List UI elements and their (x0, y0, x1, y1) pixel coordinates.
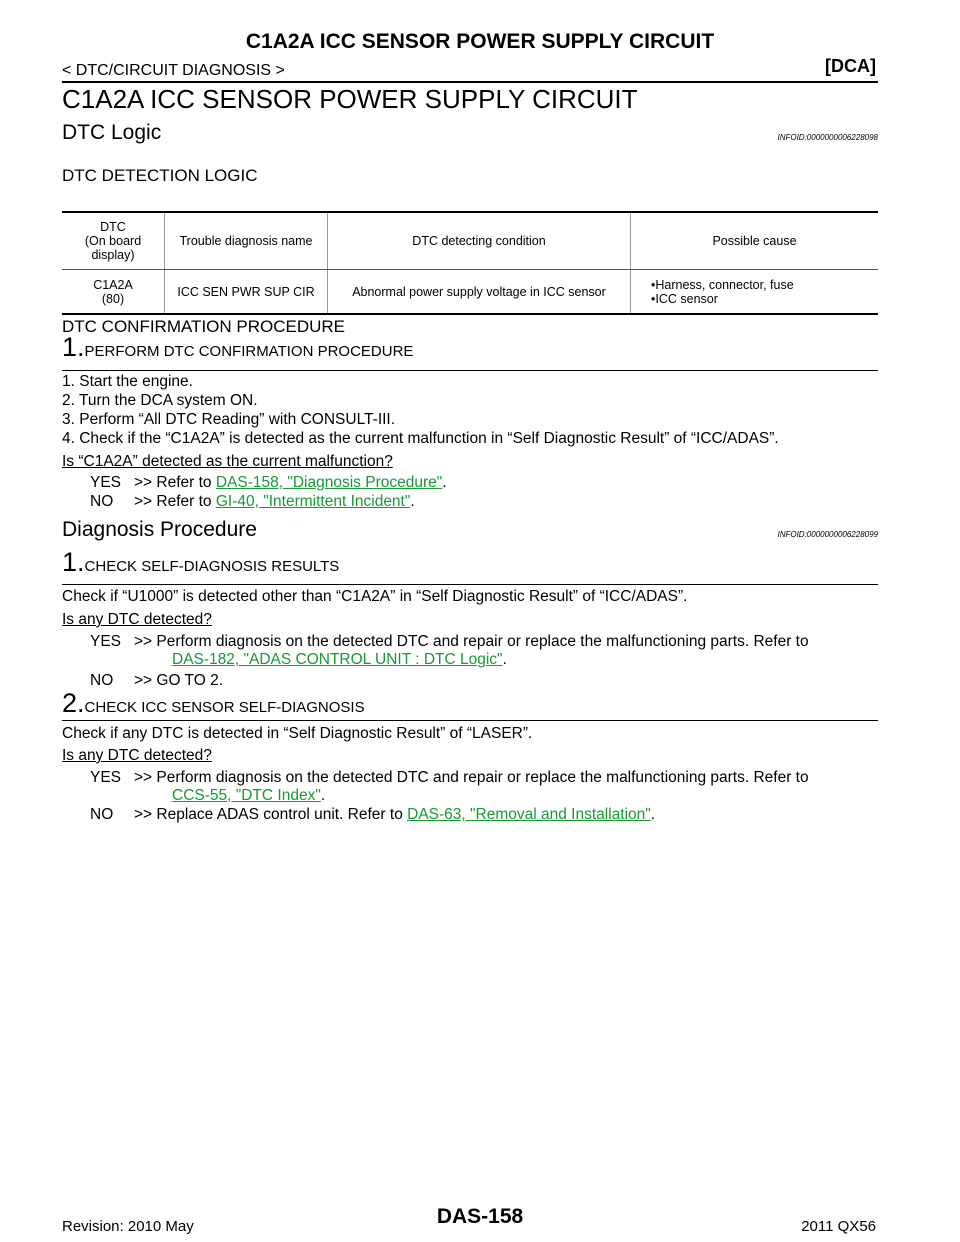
cause-list: Harness, connector, fuse ICC sensor (637, 278, 872, 306)
reference-link[interactable]: DAS-158, "Diagnosis Procedure" (215, 474, 443, 491)
dtc-table: DTC (On board display) Trouble diagnosis… (62, 211, 878, 315)
header-section: < DTC/CIRCUIT DIAGNOSIS > (62, 62, 285, 79)
reference-link[interactable]: GI-40, "Intermittent Incident" (215, 493, 411, 510)
dtc-confirmation-heading: DTC CONFIRMATION PROCEDURE (62, 317, 346, 336)
answer-text: >> Refer to (134, 474, 216, 491)
answer-period: . (502, 651, 507, 668)
diagnosis-infoid: INFOID:0000000006228099 (777, 530, 878, 539)
diagnosis-heading: Diagnosis Procedure (62, 518, 257, 541)
answer-yes: YES >> Refer to DAS-158, "Diagnosis Proce… (90, 474, 447, 492)
cell-name: ICC SEN PWR SUP CIR (164, 269, 328, 315)
cell-cause: Harness, connector, fuse ICC sensor (630, 269, 878, 315)
answer-period: . (442, 474, 447, 491)
th-name: Trouble diagnosis name (164, 211, 328, 270)
step-question: Is any DTC detected? (62, 611, 212, 628)
diag-step-1-header: 1.CHECK SELF-DIAGNOSIS RESULTS (62, 547, 339, 578)
header-title: C1A2A ICC SENSOR POWER SUPPLY CIRCUIT (245, 30, 715, 53)
answer-yes: YES >> Perform diagnosis on the detected … (90, 633, 878, 669)
procedure-item: 2. Turn the DCA system ON. (62, 392, 258, 409)
answer-label: NO (90, 493, 114, 510)
diag-step-2-header: 2.CHECK ICC SENSOR SELF-DIAGNOSIS (62, 688, 365, 719)
dtc-logic-infoid: INFOID:0000000006228098 (777, 133, 878, 142)
answer-yes: YES >> Perform diagnosis on the detected … (90, 769, 878, 805)
answer-link-line: DAS-182, "ADAS CONTROL UNIT : DTC Logic"… (134, 651, 507, 668)
step-question: Is any DTC detected? (62, 747, 212, 764)
th-condition: DTC detecting condition (327, 211, 631, 270)
cell-dtc: C1A2A (80) (62, 269, 165, 315)
reference-link[interactable]: CCS-55, "DTC Index" (172, 787, 321, 804)
answer-label: YES (90, 769, 122, 786)
th-cause: Possible cause (630, 211, 878, 270)
cell-condition: Abnormal power supply voltage in ICC sen… (327, 269, 631, 315)
step-rule (62, 584, 878, 585)
answer-no: NO >> Replace ADAS control unit. Refer to… (90, 806, 655, 824)
step-rule (62, 370, 878, 371)
footer-revision: Revision: 2010 May (62, 1218, 194, 1235)
step-text: Check if any DTC is detected in “Self Di… (62, 725, 533, 742)
step-title: CHECK SELF-DIAGNOSIS RESULTS (84, 558, 340, 575)
dtc-detection-heading: DTC DETECTION LOGIC (62, 166, 258, 185)
answer-period: . (650, 806, 656, 823)
step-rule (62, 720, 878, 721)
answer-body: >> Perform diagnosis on the detected DTC… (134, 769, 878, 805)
procedure-item: 3. Perform “All DTC Reading” with CONSUL… (62, 411, 396, 428)
page-title: C1A2A ICC SENSOR POWER SUPPLY CIRCUIT (62, 84, 638, 114)
header-rule (62, 81, 878, 83)
header-code: [DCA] (825, 56, 876, 76)
answer-no: NO >> GO TO 2. (90, 672, 223, 690)
answer-text: >> Perform diagnosis on the detected DTC… (134, 769, 809, 786)
answer-period: . (410, 493, 415, 510)
table-header-row: DTC (On board display) Trouble diagnosis… (62, 211, 878, 270)
answer-body: >> Perform diagnosis on the detected DTC… (134, 633, 878, 669)
step-title: CHECK ICC SENSOR SELF-DIAGNOSIS (84, 699, 365, 716)
procedure-item: 1. Start the engine. (62, 373, 193, 390)
reference-link[interactable]: DAS-63, "Removal and Installation" (407, 806, 651, 823)
th-dtc: DTC (On board display) (62, 211, 165, 270)
step-number: 2. (62, 688, 85, 718)
answer-no: NO >> Refer to GI-40, "Intermittent Incid… (90, 493, 415, 511)
dtc-logic-heading: DTC Logic (62, 121, 162, 144)
footer-model: 2011 QX56 (801, 1218, 876, 1235)
step-question: Is “C1A2A” detected as the current malfu… (62, 453, 393, 470)
step-number: 1. (62, 332, 85, 362)
answer-label: NO (90, 672, 114, 689)
step-number: 1. (62, 547, 85, 577)
step-title: PERFORM DTC CONFIRMATION PROCEDURE (84, 343, 414, 360)
list-item: Harness, connector, fuse (651, 278, 872, 292)
answer-link-line: CCS-55, "DTC Index". (134, 787, 325, 804)
answer-text: >> Refer to (134, 493, 216, 510)
footer-page-number: DAS-158 (436, 1205, 524, 1228)
answer-text: >> Replace ADAS control unit. Refer to (134, 806, 408, 823)
procedure-item: 4. Check if the “C1A2A” is detected as t… (62, 430, 779, 447)
answer-label: NO (90, 806, 114, 823)
confirm-step-1-header: 1.PERFORM DTC CONFIRMATION PROCEDURE (62, 332, 413, 363)
step-text: Check if “U1000” is detected other than … (62, 588, 688, 605)
answer-label: YES (90, 474, 122, 491)
reference-link[interactable]: DAS-182, "ADAS CONTROL UNIT : DTC Logic" (172, 651, 503, 668)
table-row: C1A2A (80) ICC SEN PWR SUP CIR Abnormal … (62, 269, 878, 315)
list-item: ICC sensor (651, 292, 872, 306)
answer-text: >> GO TO 2. (134, 672, 224, 689)
answer-text: >> Perform diagnosis on the detected DTC… (134, 633, 809, 650)
answer-label: YES (90, 633, 122, 650)
answer-period: . (320, 787, 326, 804)
